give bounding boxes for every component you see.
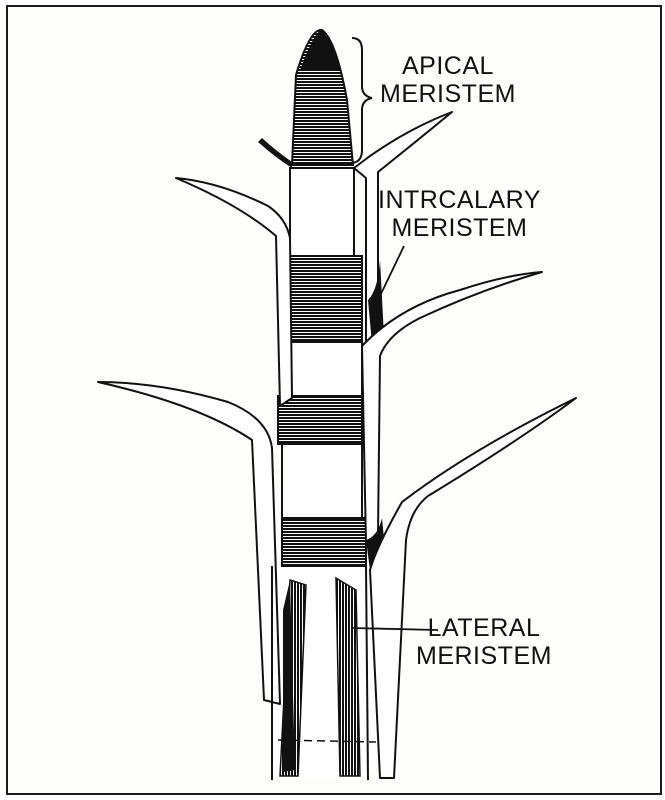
apical-meristem-tip: [258, 30, 353, 168]
intercalary-leader: [378, 246, 404, 300]
leaf-lower-right: [370, 398, 576, 778]
apical-label-line1: APICAL: [380, 52, 516, 80]
leaf-upper-left: [176, 178, 292, 406]
lateral-label-line1: LATERAL: [416, 614, 552, 642]
intercalary-label-line1: INTRCALARY: [378, 186, 541, 214]
apical-bracket: [352, 38, 372, 163]
lateral-meristem-label: LATERAL MERISTEM: [416, 614, 552, 670]
upper-internode: [290, 168, 362, 342]
lower-internode: [282, 444, 366, 566]
intercalary-label-line2: MERISTEM: [378, 214, 541, 242]
basal-stem: [272, 570, 376, 780]
apical-meristem-label: APICAL MERISTEM: [380, 52, 516, 108]
intercalary-meristem-label: INTRCALARY MERISTEM: [378, 186, 541, 242]
leaf-lower-left: [98, 382, 280, 704]
lateral-label-line2: MERISTEM: [416, 642, 552, 670]
apical-label-line2: MERISTEM: [380, 80, 516, 108]
leaf-middle-right: [362, 272, 542, 544]
